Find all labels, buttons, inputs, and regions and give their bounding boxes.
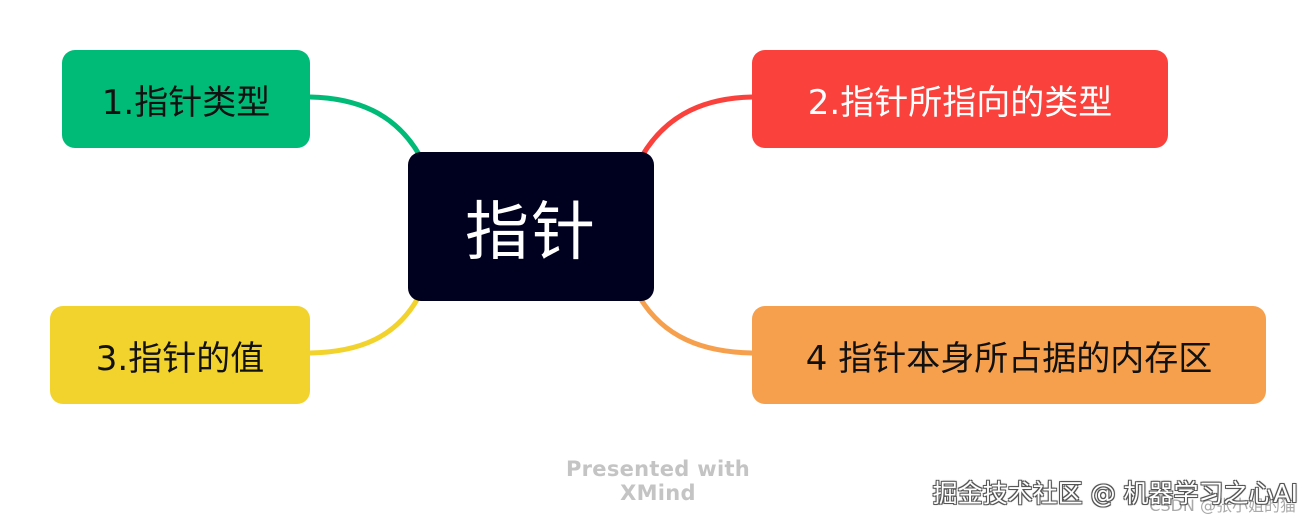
branch-topic-3-label: 3.指针的值 [95, 338, 265, 379]
connector-line-4 [637, 295, 755, 356]
connector-line-3 [307, 295, 421, 356]
juejin-watermark: 掘金技术社区 @ 机器学习之心AI [932, 479, 1298, 508]
branch-topic-2-label: 2.指针所指向的类型 [807, 82, 1113, 123]
branch-topic-4-label: 4 指针本身所占据的内存区 [805, 338, 1213, 379]
branch-topic-1[interactable]: 1.指针类型 [62, 50, 310, 148]
branch-topic-4[interactable]: 4 指针本身所占据的内存区 [752, 306, 1266, 404]
root-topic-label: 指针 [465, 195, 597, 270]
branch-topic-3[interactable]: 3.指针的值 [50, 306, 310, 404]
connector-line-2 [639, 94, 755, 159]
root-topic[interactable]: 指针 [408, 152, 654, 301]
csdn-watermark: CSDN @张小姐的猫 [1149, 496, 1296, 515]
branch-topic-1-label: 1.指针类型 [101, 82, 271, 123]
presented-with-xmind-text: Presented with XMind [565, 457, 751, 505]
branch-topic-2[interactable]: 2.指针所指向的类型 [752, 50, 1168, 148]
connector-line-1 [307, 94, 423, 159]
